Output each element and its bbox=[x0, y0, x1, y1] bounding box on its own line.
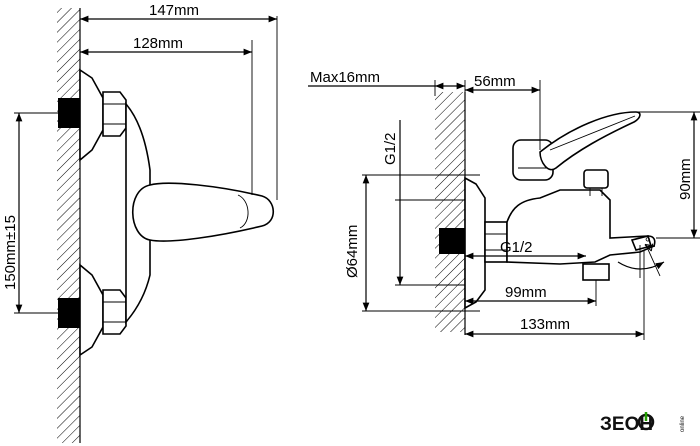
top-inlet-pipe bbox=[58, 98, 80, 128]
top-flange bbox=[79, 68, 104, 162]
dim-wall-depth: Max16mm bbox=[310, 69, 380, 86]
front-lever-handle bbox=[131, 182, 275, 242]
dim-center-distance: 150mm±15 bbox=[2, 215, 19, 290]
bottom-inlet-pipe bbox=[58, 298, 80, 328]
side-wall-hatch bbox=[435, 92, 465, 332]
dim-thread-top: G1/2 bbox=[382, 132, 399, 165]
brand-logo: ЗЕОН onlinе bbox=[600, 412, 686, 435]
dim-flange-diameter: Ø64mm bbox=[344, 225, 361, 278]
logo-text: ЗЕОН bbox=[600, 414, 653, 435]
front-view: 147mm 128mm 150mm±15 bbox=[2, 2, 278, 443]
dim-body-width: 128mm bbox=[133, 35, 183, 52]
dim-reach-133: 133mm bbox=[520, 316, 570, 333]
dim-angle: 4° bbox=[641, 236, 660, 253]
shower-outlet bbox=[582, 263, 610, 281]
side-view: Max16mm 56mm G1/2 Ø64mm G1/2 90mm 4° 99m… bbox=[308, 69, 700, 340]
front-wall-hatch bbox=[57, 8, 80, 443]
side-flange bbox=[464, 176, 486, 310]
dim-thread-bottom: G1/2 bbox=[500, 239, 533, 256]
dim-total-width: 147mm bbox=[149, 2, 199, 19]
dim-reach-99: 99mm bbox=[505, 284, 547, 301]
bottom-nut bbox=[102, 289, 127, 335]
top-nut bbox=[102, 91, 127, 137]
bottom-flange bbox=[79, 263, 104, 357]
side-lever-handle bbox=[539, 111, 641, 171]
dim-height: 90mm bbox=[677, 158, 694, 200]
logo-subtext: onlinе bbox=[680, 415, 686, 432]
side-inlet-pipe bbox=[439, 228, 465, 254]
dim-spout-reach-top: 56mm bbox=[474, 73, 516, 90]
diverter-knob bbox=[583, 169, 609, 189]
